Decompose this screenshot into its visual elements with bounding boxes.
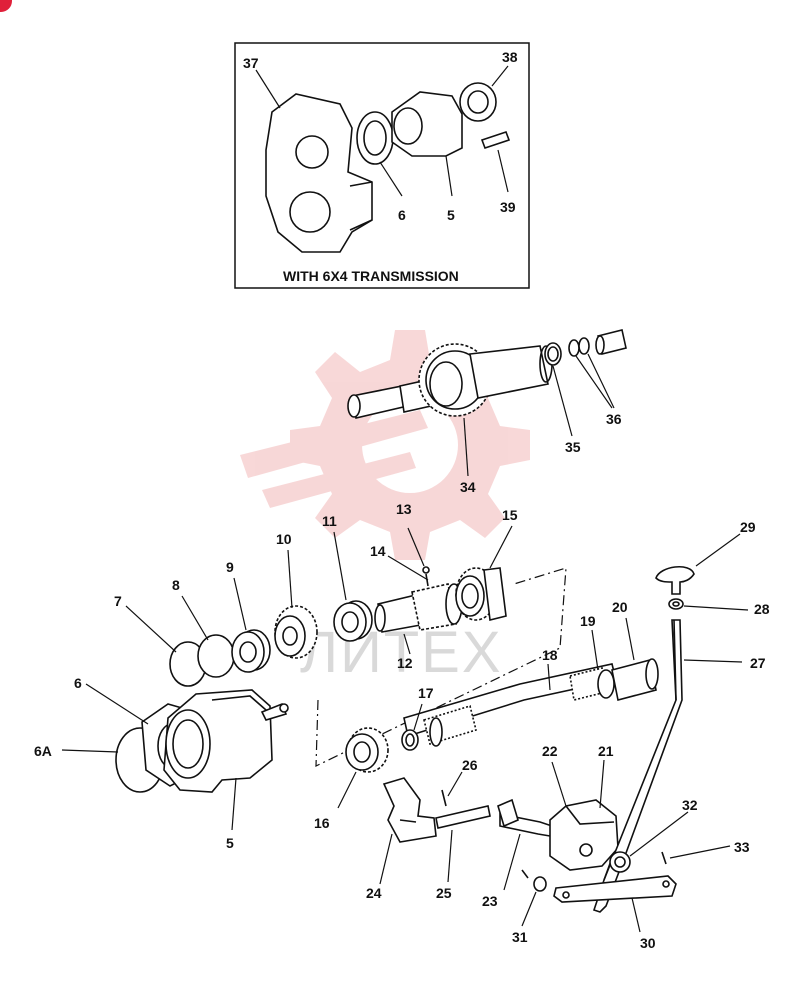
label-14: 14 [370, 543, 386, 559]
inset-label-39: 39 [500, 199, 516, 215]
label-25: 25 [436, 885, 452, 901]
label-36: 36 [606, 411, 622, 427]
label-9: 9 [226, 559, 234, 575]
label-35: 35 [565, 439, 581, 455]
bearing-9 [231, 629, 271, 673]
label-18: 18 [542, 647, 558, 663]
label-29: 29 [740, 519, 756, 535]
label-11: 11 [322, 513, 337, 529]
label-13: 13 [396, 501, 412, 517]
label-22: 22 [542, 743, 558, 759]
hub-12 [374, 583, 463, 633]
inset-label-6: 6 [398, 207, 406, 223]
inset-gasket-6 [356, 111, 394, 165]
rail-25 [435, 805, 491, 829]
inset-cover-5 [391, 91, 463, 157]
label-34: 34 [460, 479, 476, 495]
bushing-20 [611, 658, 659, 701]
spring-14-ball-13 [422, 566, 430, 587]
washer-32 [609, 851, 631, 873]
screw-5 [260, 702, 289, 721]
watermark-text: ЛИТЕХ [300, 620, 503, 685]
label-6: 6 [74, 675, 82, 691]
inset-label-5: 5 [447, 207, 455, 223]
inset-label-38: 38 [502, 49, 518, 65]
shaft-23 [497, 798, 553, 837]
bearing-11 [333, 600, 373, 642]
shift-knob-29 [655, 566, 695, 595]
label-27: 27 [750, 655, 766, 671]
roll-pin-26 [441, 789, 447, 807]
gear-34-assembly [347, 343, 553, 419]
label-5: 5 [226, 835, 234, 851]
label-6A: 6A [34, 743, 52, 759]
label-8: 8 [172, 577, 180, 593]
collar-15 [455, 567, 507, 621]
label-28: 28 [754, 601, 770, 617]
label-30: 30 [640, 935, 656, 951]
label-32: 32 [682, 797, 698, 813]
inset-label-37: 37 [243, 55, 259, 71]
washers-36 [568, 329, 627, 357]
label-26: 26 [462, 757, 478, 773]
label-16: 16 [314, 815, 330, 831]
shifter-housing-21 [549, 799, 619, 871]
washer-8 [197, 634, 235, 678]
label-12: 12 [397, 655, 413, 671]
label-19: 19 [580, 613, 596, 629]
inset-seal-38 [459, 82, 497, 122]
link-30 [553, 875, 677, 903]
ring-35 [544, 342, 562, 366]
label-21: 21 [598, 743, 614, 759]
inset-housing-37 [265, 93, 373, 253]
pin-33 [661, 851, 667, 865]
label-23: 23 [482, 893, 498, 909]
housing-5 [163, 689, 273, 793]
label-10: 10 [276, 531, 292, 547]
label-17: 17 [418, 685, 434, 701]
label-20: 20 [612, 599, 628, 615]
washer-31 [521, 869, 547, 892]
inset-6x4-transmission: 37 38 6 5 39 WITH 6X4 TRANSMISSION [234, 42, 530, 289]
label-33: 33 [734, 839, 750, 855]
shift-fork-24 [382, 777, 437, 843]
label-7: 7 [114, 593, 122, 609]
inset-screw-39 [480, 130, 511, 150]
bearing-16 [345, 727, 389, 773]
label-15: 15 [502, 507, 518, 523]
label-24: 24 [366, 885, 382, 901]
gear-10 [274, 605, 318, 659]
label-31: 31 [512, 929, 528, 945]
nut-28 [668, 598, 684, 610]
inset-title: WITH 6X4 TRANSMISSION [283, 268, 459, 284]
bearing-19 [597, 669, 615, 699]
ring-17 [401, 729, 419, 751]
